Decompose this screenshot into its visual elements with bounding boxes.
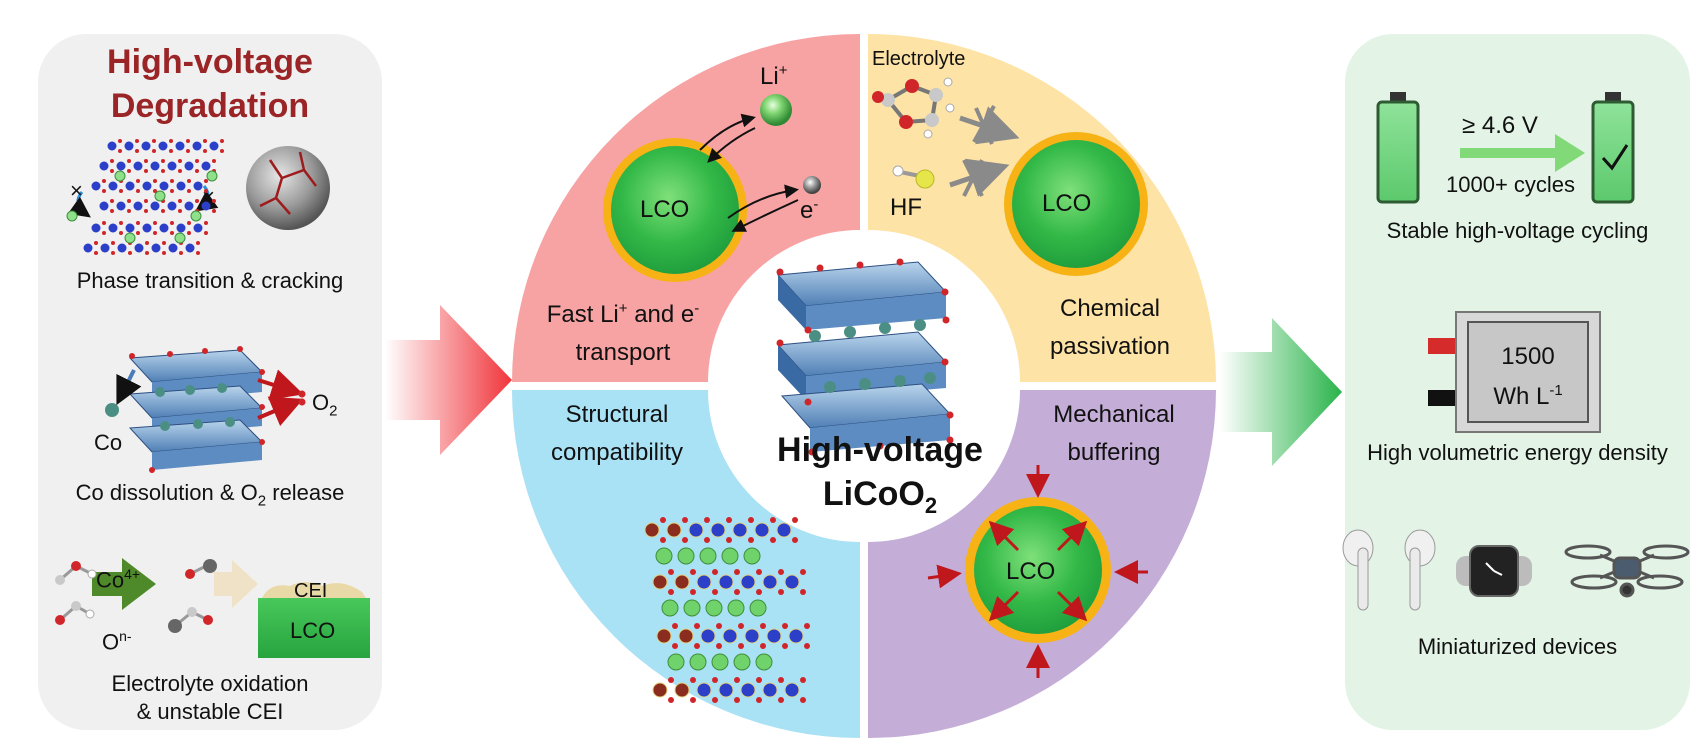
structural-compatibility-graphic: [644, 517, 810, 703]
oxidation-arrow: [92, 558, 156, 610]
fast-transport-label: Fast Li+ and e- transport: [546, 300, 700, 366]
li-ion-ball: [760, 94, 792, 126]
degradation-title-line1: High-voltage: [107, 43, 313, 81]
energy-density-value: 1500 Wh L-1: [1493, 343, 1563, 410]
battery-after-icon: [1591, 100, 1635, 204]
degradation-title-line2: Degradation: [110, 87, 310, 125]
voltage-label: ≥ 4.6 V: [1462, 112, 1538, 139]
structural-compatibility-label: Structural compatibility: [550, 401, 684, 466]
drone-icon: [1564, 544, 1690, 598]
cracked-particle-icon: [246, 146, 330, 230]
red-transition-arrow: [385, 305, 512, 455]
electron-ball: [803, 176, 821, 194]
co-ion-ball: [105, 403, 119, 417]
co-dissolution-graphic: [105, 346, 306, 473]
chemical-passivation-label: Chemical passivation: [1049, 295, 1171, 360]
svg-text:×: ×: [70, 178, 83, 203]
cycles-label: 1000+ cycles: [1446, 172, 1576, 197]
co4-label: Co4+: [96, 566, 141, 593]
hf-label: HF: [890, 194, 922, 221]
lco-label-passivation: LCO: [1042, 190, 1092, 217]
stable-cycling-caption: Stable high-voltage cycling: [1386, 218, 1649, 243]
phase-transition-graphic: × ×: [66, 139, 330, 255]
electrolyte-molecule-icon: [872, 77, 955, 139]
electrolyte-oxidation-caption: Electrolyte oxidation & unstable CEI: [111, 671, 309, 724]
mechanical-buffering-graphic: [927, 465, 1148, 678]
center-title-line1: High-voltage: [777, 431, 983, 469]
degradation-title: High-voltage Degradation: [38, 40, 382, 128]
lco-label-buffering: LCO: [1006, 558, 1056, 585]
mechanical-buffering-label: Mechanical buffering: [1053, 401, 1175, 466]
co-label: Co: [94, 430, 123, 455]
electrolyte-label: Electrolyte: [872, 48, 966, 70]
center-title: High-voltage LiCoO2: [700, 428, 1060, 528]
pouch-cell-graphic: [1428, 311, 1601, 433]
miniaturized-devices-caption: Miniaturized devices: [1417, 634, 1618, 659]
electron-label: e-: [800, 196, 819, 224]
miniaturized-devices-graphic: [1342, 529, 1690, 611]
hf-molecule-icon: [892, 165, 935, 189]
green-transition-arrow: [1220, 318, 1342, 466]
lco-label-transport: LCO: [640, 196, 690, 223]
fast-transport-graphic: [603, 94, 821, 282]
earbuds-icon: [1342, 529, 1436, 611]
smartwatch-icon: [1456, 545, 1532, 597]
chemical-passivation-graphic: [872, 77, 1148, 276]
electrolyte-oxidation-graphic: [55, 558, 370, 658]
o2-label: O2: [312, 390, 338, 420]
check-icon: [1601, 144, 1629, 171]
lco-block: [258, 598, 370, 658]
cei-label: CEI: [294, 580, 328, 602]
battery-cycling-graphic: [1376, 92, 1635, 204]
center-title-line2: LiCoO2: [822, 475, 938, 518]
lco-block-label: LCO: [290, 618, 336, 643]
energy-density-caption: High volumetric energy density: [1367, 440, 1668, 465]
on-label: On-: [102, 628, 132, 655]
li-ion-label: Li+: [760, 62, 788, 90]
licoo2-crystal-illustration: [776, 258, 954, 456]
battery-before-icon: [1376, 100, 1420, 204]
co-dissolution-caption: Co dissolution & O2 release: [75, 480, 345, 510]
phase-transition-caption: Phase transition & cracking: [76, 268, 344, 293]
